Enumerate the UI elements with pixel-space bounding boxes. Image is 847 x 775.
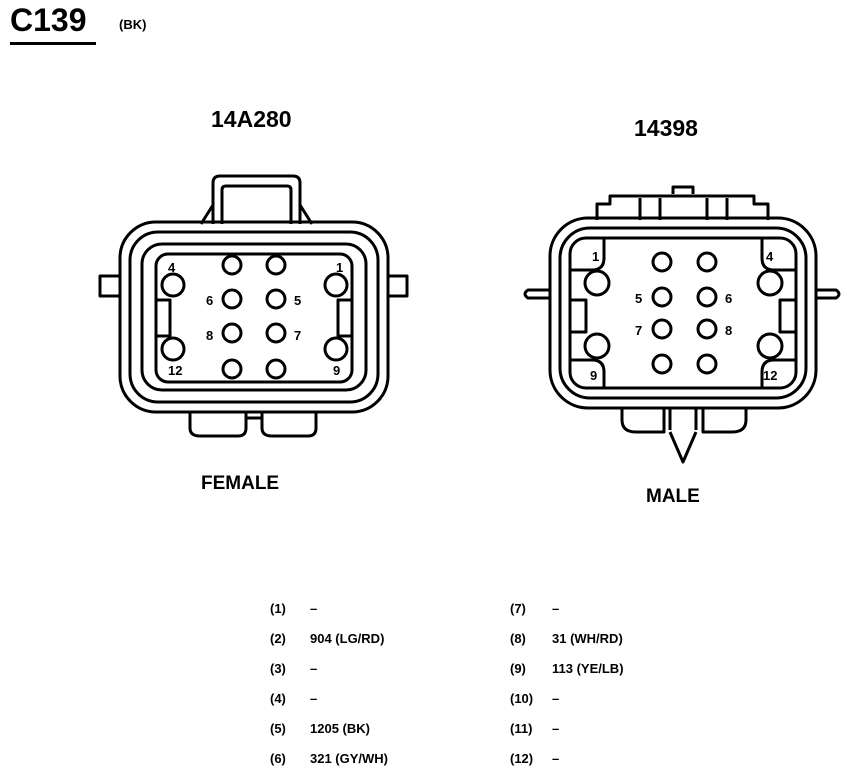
female-view-label: FEMALE <box>201 473 280 494</box>
pin-circuit: – <box>310 660 318 676</box>
pin-number: (5) <box>270 720 286 736</box>
pinout-row: (2) 904 (LG/RD) (8) 31 (WH/RD) <box>270 623 752 653</box>
female-pin-label: 1 <box>336 260 343 275</box>
pin-number: (9) <box>510 660 526 676</box>
female-pin-label: 4 <box>168 260 176 275</box>
male-pin-label: 9 <box>590 368 597 383</box>
male-part-number: 14398 <box>634 115 698 141</box>
pinout-table: (1) – (7) – (2) 904 (LG/RD) (8) 31 (WH/R… <box>270 593 752 773</box>
title-underline <box>10 42 96 45</box>
female-pin-label: 8 <box>206 328 213 343</box>
pinout-row: (4) – (10) – <box>270 683 752 713</box>
male-pin-label: 7 <box>635 323 642 338</box>
pin-number: (3) <box>270 660 286 676</box>
pin-circuit: – <box>552 690 560 706</box>
pin-circuit: – <box>310 690 318 706</box>
pin-circuit: – <box>552 720 560 736</box>
pin-number: (11) <box>510 720 533 736</box>
pin-number: (10) <box>510 690 534 706</box>
male-pin-label: 8 <box>725 323 732 338</box>
male-pin-labels: 1 4 5 6 7 8 9 12 <box>590 249 777 383</box>
male-pin-label: 4 <box>766 249 774 264</box>
pin-circuit: 31 (WH/RD) <box>552 630 623 646</box>
female-pin-label: 5 <box>294 293 301 308</box>
female-pin-labels: 4 1 6 5 8 7 12 9 <box>168 260 343 378</box>
pin-number: (4) <box>270 690 286 706</box>
female-pin-label: 12 <box>168 363 182 378</box>
pin-number: (6) <box>270 750 286 766</box>
male-connector-drawing <box>523 185 841 464</box>
pin-circuit: 1205 (BK) <box>310 720 370 736</box>
pin-circuit: 321 (GY/WH) <box>310 750 389 766</box>
female-pin-label: 6 <box>206 293 213 308</box>
pin-number: (12) <box>510 750 534 766</box>
male-pin-label: 6 <box>725 291 732 306</box>
pinout-row: (3) – (9) 113 (YE/LB) <box>270 653 752 683</box>
pin-number: (2) <box>270 630 286 646</box>
connector-color-code: (BK) <box>119 17 147 32</box>
pin-circuit: – <box>310 600 318 616</box>
male-pin-label: 12 <box>763 368 777 383</box>
pin-number: (8) <box>510 630 526 646</box>
pinout-row: (6) 321 (GY/WH) (12) – <box>270 743 752 773</box>
male-pin-label: 1 <box>592 249 599 264</box>
female-part-number: 14A280 <box>211 106 292 132</box>
pin-number: (7) <box>510 600 526 616</box>
pin-circuit: – <box>552 750 560 766</box>
female-pin-label: 7 <box>294 328 301 343</box>
pinout-row: (5) 1205 (BK) (11) – <box>270 713 752 743</box>
female-pin-label: 9 <box>333 363 340 378</box>
pin-number: (1) <box>270 600 286 616</box>
pin-circuit: – <box>552 600 560 616</box>
pin-circuit: 113 (YE/LB) <box>552 660 624 676</box>
pinout-row: (1) – (7) – <box>270 593 752 623</box>
connector-id: C139 <box>10 2 87 38</box>
pin-circuit: 904 (LG/RD) <box>310 630 385 646</box>
male-pin-label: 5 <box>635 291 642 306</box>
female-connector-drawing <box>98 174 409 438</box>
male-view-label: MALE <box>646 486 700 507</box>
connector-diagrams: 4 1 6 5 8 7 12 9 <box>98 174 841 464</box>
